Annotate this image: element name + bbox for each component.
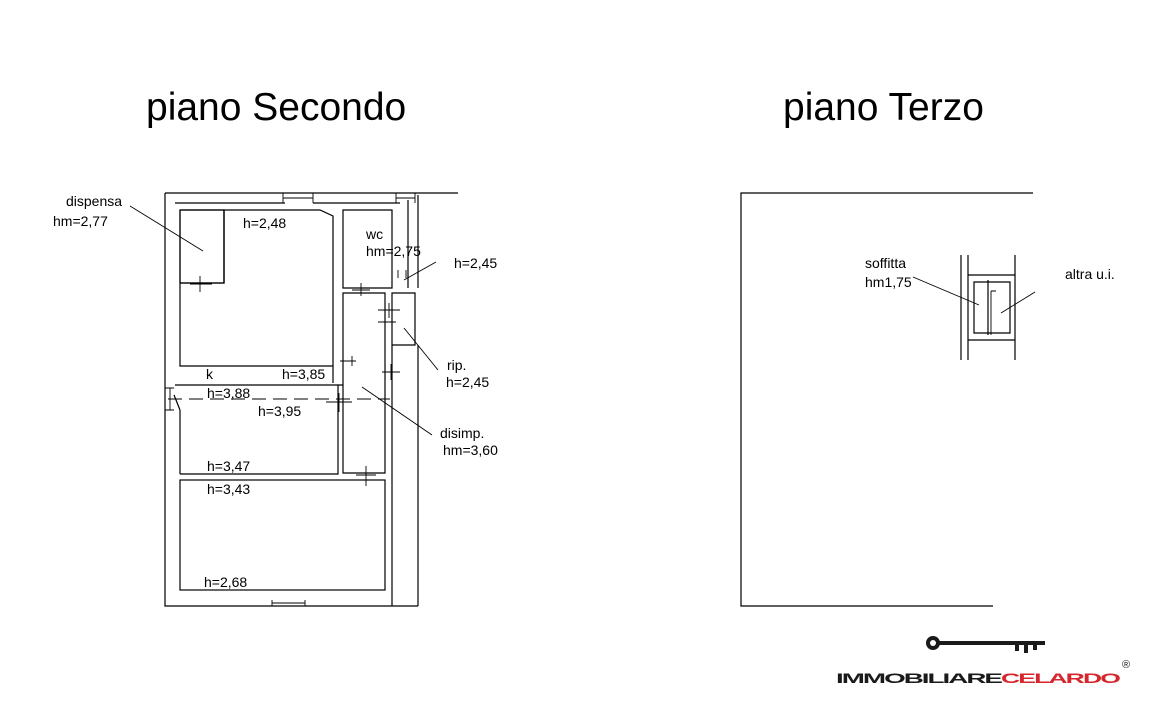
wall-room-343 — [179, 479, 386, 591]
label-h-388: h=3,88 — [207, 385, 250, 401]
label-disimp-h: hm=3,60 — [443, 442, 498, 458]
plan-secondo: dispensa hm=2,77 h=2,48 wc hm=2,75 h=2,4… — [53, 192, 498, 607]
label-h-395: h=3,95 — [258, 403, 301, 419]
window-top — [282, 193, 314, 203]
logo: IMMOBILIARE CELARDO ® — [836, 636, 1130, 686]
label-dispensa: dispensa — [66, 193, 122, 209]
label-disimp: disimp. — [440, 425, 484, 441]
leader-245 — [403, 261, 437, 281]
label-k: k — [206, 366, 214, 382]
window-bottom — [271, 600, 306, 606]
label-altra: altra u.i. — [1065, 266, 1115, 282]
label-h-385: h=3,85 — [282, 366, 325, 382]
key-icon — [926, 636, 1045, 653]
leader-altra — [1000, 291, 1036, 314]
logo-registered: ® — [1122, 659, 1130, 671]
floor-title-secondo: piano Secondo — [146, 86, 407, 129]
window-top-right — [395, 193, 416, 203]
logo-part-immobiliare: IMMOBILIARE — [836, 670, 1002, 686]
label-rip-h: h=2,45 — [446, 374, 489, 390]
leader-rip — [403, 327, 439, 371]
label-h-245: h=2,45 — [454, 255, 497, 271]
label-soffitta: soffitta — [865, 255, 906, 271]
label-soffitta-h: hm1,75 — [865, 274, 912, 290]
leader-disimp — [361, 386, 433, 436]
soffitta-detail — [990, 290, 996, 335]
wall-k — [173, 384, 343, 475]
label-h-248: h=2,48 — [243, 215, 286, 231]
plan-terzo: soffitta hm1,75 altra u.i. — [740, 192, 1115, 607]
label-rip: rip. — [447, 357, 466, 373]
logo-part-celardo: CELARDO — [1001, 670, 1121, 686]
wall-dispensa — [179, 209, 225, 284]
leader-soffitta — [912, 276, 980, 306]
floor-title-terzo: piano Terzo — [783, 86, 984, 129]
wall-disimp — [342, 292, 386, 474]
label-dispensa-h: hm=2,77 — [53, 213, 108, 229]
outer-wall-terzo — [740, 192, 1033, 607]
label-h-343: h=3,43 — [207, 481, 250, 497]
label-wc: wc — [365, 226, 383, 242]
leader-dispensa — [129, 205, 204, 252]
soffitta-walls — [960, 255, 1016, 360]
wall-right-edge — [391, 345, 419, 606]
wall-rip — [391, 292, 416, 346]
label-h-268: h=2,68 — [204, 574, 247, 590]
label-wc-h: hm=2,75 — [366, 243, 421, 259]
label-h-347: h=3,47 — [207, 458, 250, 474]
door-marks — [190, 270, 407, 486]
wall-room-248 — [179, 209, 334, 383]
